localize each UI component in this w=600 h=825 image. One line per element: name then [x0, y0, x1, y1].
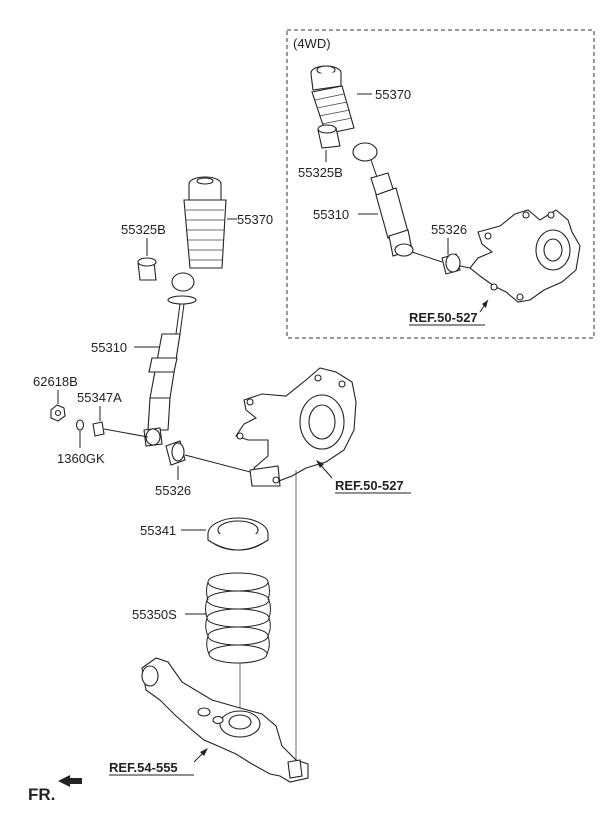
nut[interactable]	[50, 404, 66, 422]
label-stopper-main: 55325B	[121, 222, 166, 237]
label-stopper-4wd: 55325B	[298, 165, 343, 180]
ref-lower-arm[interactable]: REF.54-555	[109, 760, 178, 775]
bracket-bolt[interactable]	[92, 421, 149, 438]
ref-arrowhead-arm	[200, 748, 208, 756]
knuckle-main[interactable]	[235, 367, 357, 487]
label-boot-4wd: 55370	[375, 87, 411, 102]
variant-4wd-label: (4WD)	[293, 36, 331, 51]
label-coil-spring: 55350S	[132, 607, 177, 622]
ref-knuckle-main[interactable]: REF.50-527	[335, 478, 404, 493]
ref-arrowhead-4wd	[482, 300, 488, 308]
label-spring-pad: 55341	[140, 523, 176, 538]
shock-absorber-4wd[interactable]	[352, 142, 414, 257]
ref-knuckle-4wd[interactable]: REF.50-527	[409, 310, 478, 325]
coil-spring[interactable]	[205, 572, 271, 664]
label-shock-4wd: 55310	[313, 207, 349, 222]
spring-pad[interactable]	[207, 517, 269, 551]
bump-stopper-main[interactable]	[137, 257, 157, 281]
front-arrow-icon	[58, 775, 82, 787]
label-washer: 1360GK	[57, 451, 105, 466]
dust-boot-main[interactable]	[183, 176, 227, 269]
ref-arrowhead-main	[316, 460, 324, 468]
label-bushing-4wd: 55326	[431, 222, 467, 237]
washer[interactable]	[75, 419, 85, 431]
label-nut: 62618B	[33, 374, 78, 389]
lower-arm[interactable]	[141, 657, 309, 783]
label-boot-main: 55370	[237, 212, 273, 227]
label-bracket-bolt: 55347A	[77, 390, 122, 405]
bushing-main[interactable]	[165, 440, 259, 475]
bump-stopper-4wd[interactable]	[317, 124, 341, 149]
knuckle-4wd[interactable]	[469, 209, 581, 303]
front-marker-label: FR.	[28, 785, 55, 804]
shock-absorber-main[interactable]	[143, 272, 197, 447]
dust-boot-4wd[interactable]	[310, 65, 355, 135]
label-bushing-main: 55326	[155, 483, 191, 498]
label-shock-main: 55310	[91, 340, 127, 355]
